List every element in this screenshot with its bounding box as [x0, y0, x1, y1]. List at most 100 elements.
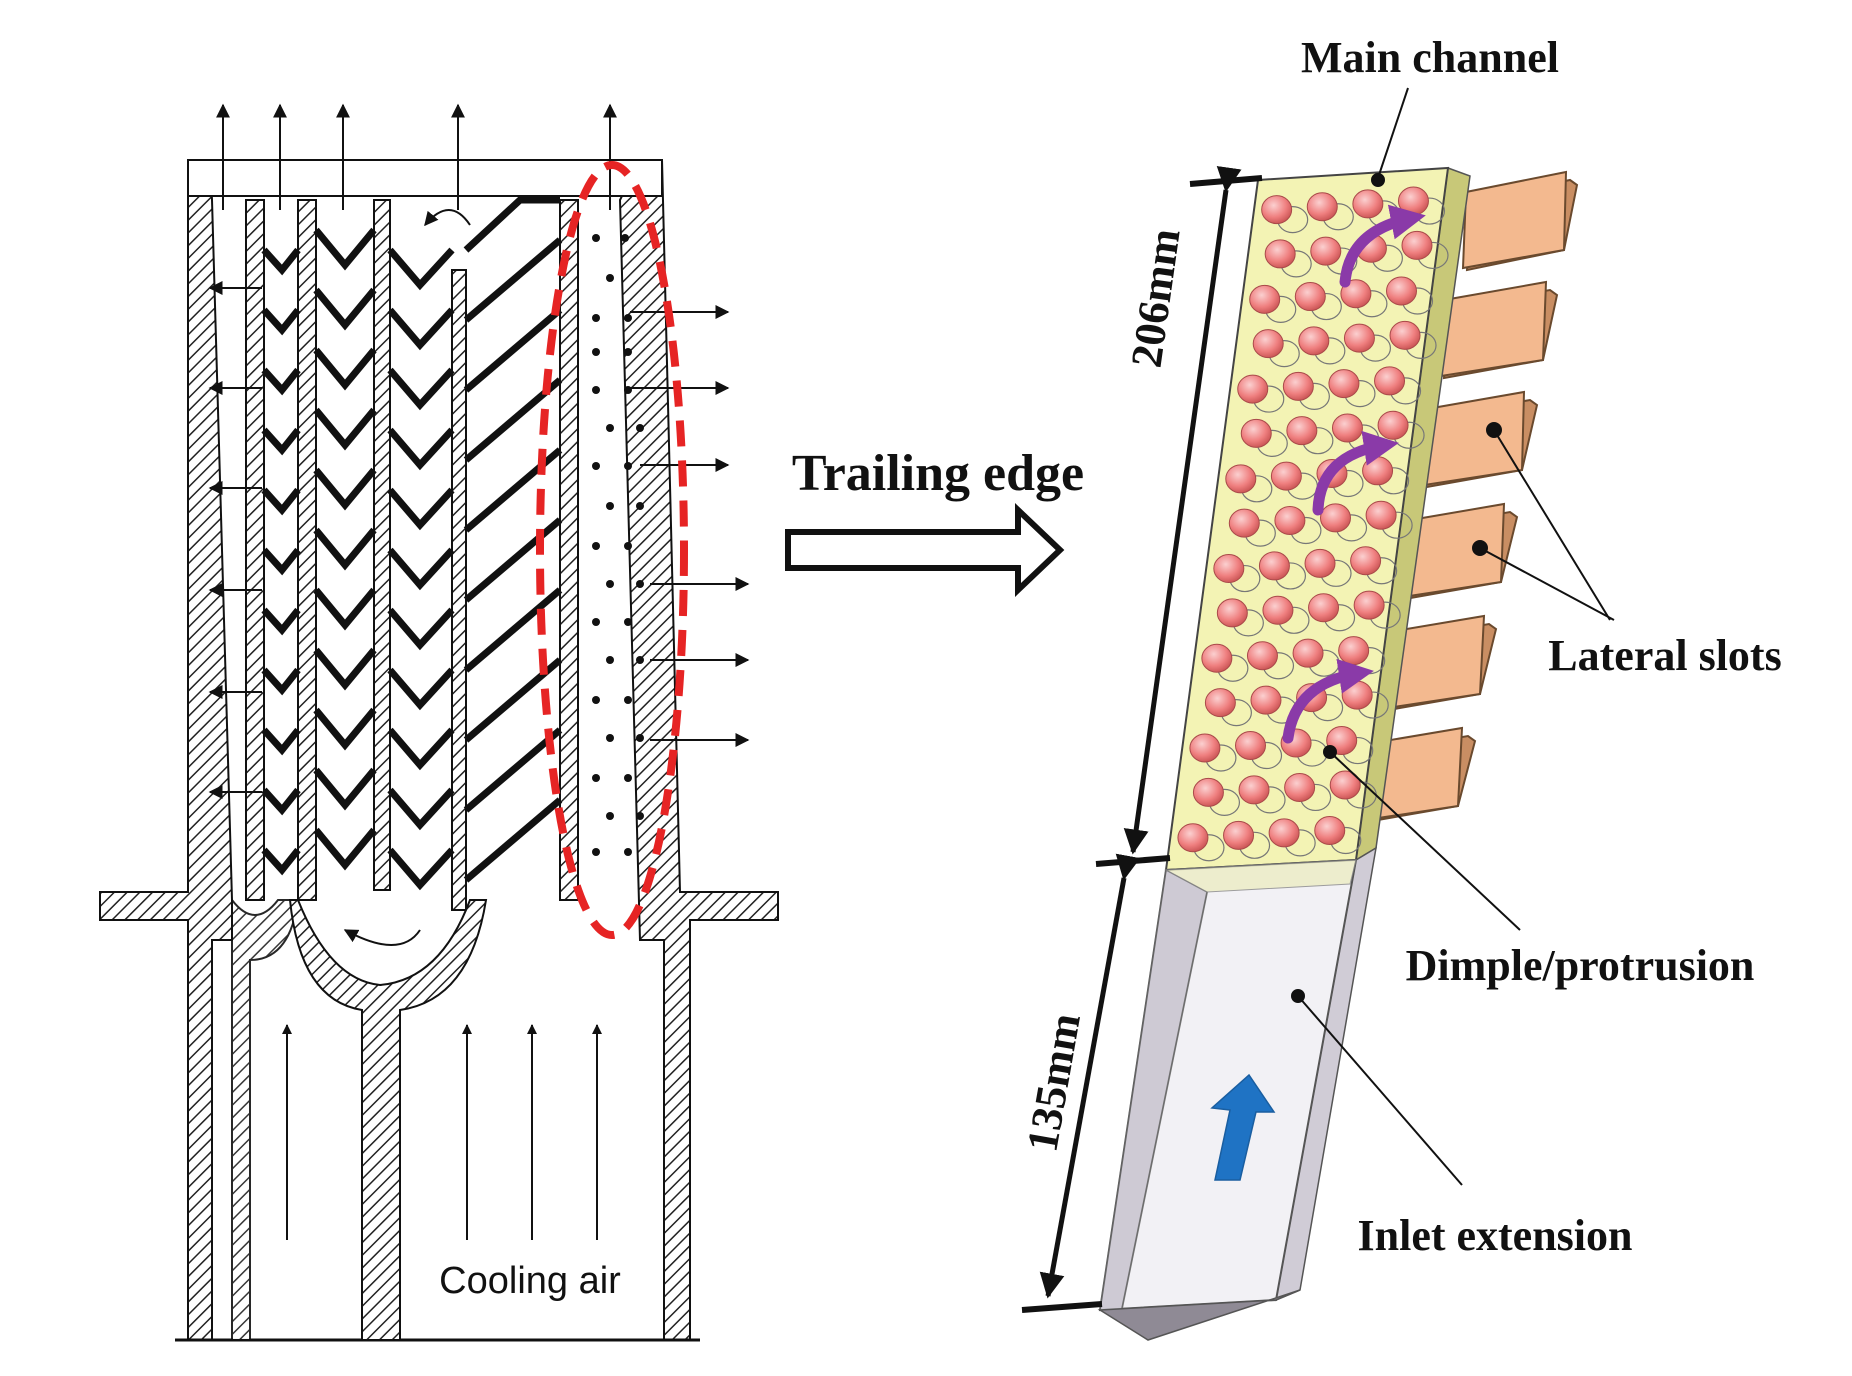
dimple	[1386, 276, 1417, 306]
rib-5	[559, 199, 579, 901]
dimple	[1201, 643, 1233, 673]
tip-cap	[187, 159, 663, 197]
dimple	[1238, 775, 1270, 805]
dimple	[1240, 418, 1272, 448]
dimple	[1258, 551, 1290, 581]
pin-fin-array	[592, 234, 644, 856]
chevron-ribs-passage-4	[463, 196, 563, 883]
dimple	[1235, 731, 1266, 761]
channel-junction-band	[1164, 859, 1357, 893]
dimple	[1320, 503, 1351, 533]
dimple	[1261, 195, 1293, 225]
dimple	[1292, 638, 1324, 668]
dimple	[1213, 554, 1245, 584]
dimple	[1282, 371, 1314, 401]
trailing-edge-highlight	[536, 161, 688, 939]
swirl-arrow-1	[1339, 204, 1426, 288]
cooling-air-label: Cooling air	[439, 1260, 621, 1302]
dimple	[1274, 505, 1306, 535]
main-channel-label: Main channel	[1301, 33, 1559, 82]
lateral-slots	[1350, 170, 1579, 826]
dimple	[1250, 685, 1282, 715]
inlet-extension-label: Inlet extension	[1358, 1211, 1633, 1260]
dimple	[1294, 282, 1326, 312]
root-bend-left	[231, 897, 300, 1341]
outer-wall-right	[618, 159, 779, 1341]
trailing-edge-label: Trailing edge	[792, 445, 1084, 502]
dimple	[1298, 326, 1330, 356]
dimension-main-label: 206mm	[1122, 226, 1190, 371]
dimple	[1268, 818, 1300, 848]
chevron-ribs-passage-2	[313, 227, 377, 871]
dimple	[1343, 323, 1375, 353]
outer-wall-left	[99, 159, 233, 1341]
turn-arrow-top	[424, 209, 471, 227]
dimple	[1310, 236, 1342, 266]
lateral-slot-4	[1394, 502, 1519, 602]
lateral-slot-1	[1461, 170, 1579, 272]
dimple	[1362, 456, 1394, 486]
dimple	[1192, 777, 1224, 807]
dimple	[1304, 548, 1336, 578]
dimple	[1338, 636, 1370, 666]
cooling-air-inflow-arrows	[282, 1024, 602, 1240]
inlet-bottom-face	[1097, 1289, 1301, 1341]
rib-2	[297, 199, 317, 901]
dimple	[1225, 464, 1257, 494]
dimple	[1341, 680, 1373, 710]
dimple	[1340, 279, 1372, 309]
inlet-flow-arrow-icon	[1210, 1073, 1276, 1181]
dimple	[1308, 593, 1340, 623]
dimple	[1353, 590, 1385, 620]
dimple	[1374, 366, 1406, 396]
leader-lines	[1291, 87, 1615, 1186]
swirl-arrow-3	[1282, 658, 1374, 744]
dimple	[1270, 461, 1302, 491]
dimple	[1228, 508, 1260, 538]
dimple	[1237, 374, 1269, 404]
dimple	[1401, 230, 1433, 260]
dimple	[1389, 320, 1421, 350]
swirl-arrow-2	[1312, 430, 1399, 516]
hollow-right-arrow-icon	[785, 503, 1065, 597]
chevron-ribs-passage-3	[387, 247, 455, 891]
dimple	[1246, 641, 1278, 671]
lateral-slot-2	[1439, 280, 1559, 380]
dimple-protrusion-label: Dimple/protrusion	[1406, 941, 1755, 990]
trailing-edge-ejection-arrows	[630, 305, 750, 747]
secondary-flow-arrows	[1282, 204, 1426, 744]
dimple	[1204, 688, 1236, 718]
dimple	[1328, 369, 1360, 399]
dimple	[1286, 416, 1318, 446]
dimple	[1249, 284, 1281, 314]
dimple	[1264, 239, 1296, 269]
dimple	[1314, 815, 1346, 845]
leader-main-channel	[1377, 87, 1409, 179]
test-section-model: 206mm 135mm Main channel Lateral slots D…	[1017, 33, 1782, 1341]
dimple	[1284, 772, 1316, 802]
dimple	[1262, 595, 1294, 625]
dimple	[1306, 192, 1338, 222]
root-bend-center	[288, 899, 488, 1341]
blade-cross-section: Cooling air	[99, 103, 779, 1342]
turn-arrow-bottom	[343, 929, 421, 946]
dimple	[1189, 733, 1221, 763]
leader-dimple	[1329, 751, 1521, 931]
rib-4	[451, 269, 467, 911]
dimple	[1350, 546, 1382, 576]
lateral-slots-label: Lateral slots	[1548, 631, 1781, 680]
dimple	[1252, 329, 1284, 359]
dimple	[1223, 820, 1255, 850]
dimple	[1329, 770, 1361, 800]
dimple	[1177, 823, 1209, 853]
tip-exit-arrows	[216, 103, 617, 210]
dimple	[1365, 500, 1397, 530]
dimple	[1377, 410, 1409, 440]
leader-inlet	[1297, 995, 1463, 1186]
dimple	[1397, 186, 1429, 216]
chevron-ribs-passage-1	[261, 247, 301, 876]
dimension-inlet	[1021, 853, 1141, 1313]
dimple	[1331, 413, 1363, 443]
dimple	[1352, 189, 1384, 219]
